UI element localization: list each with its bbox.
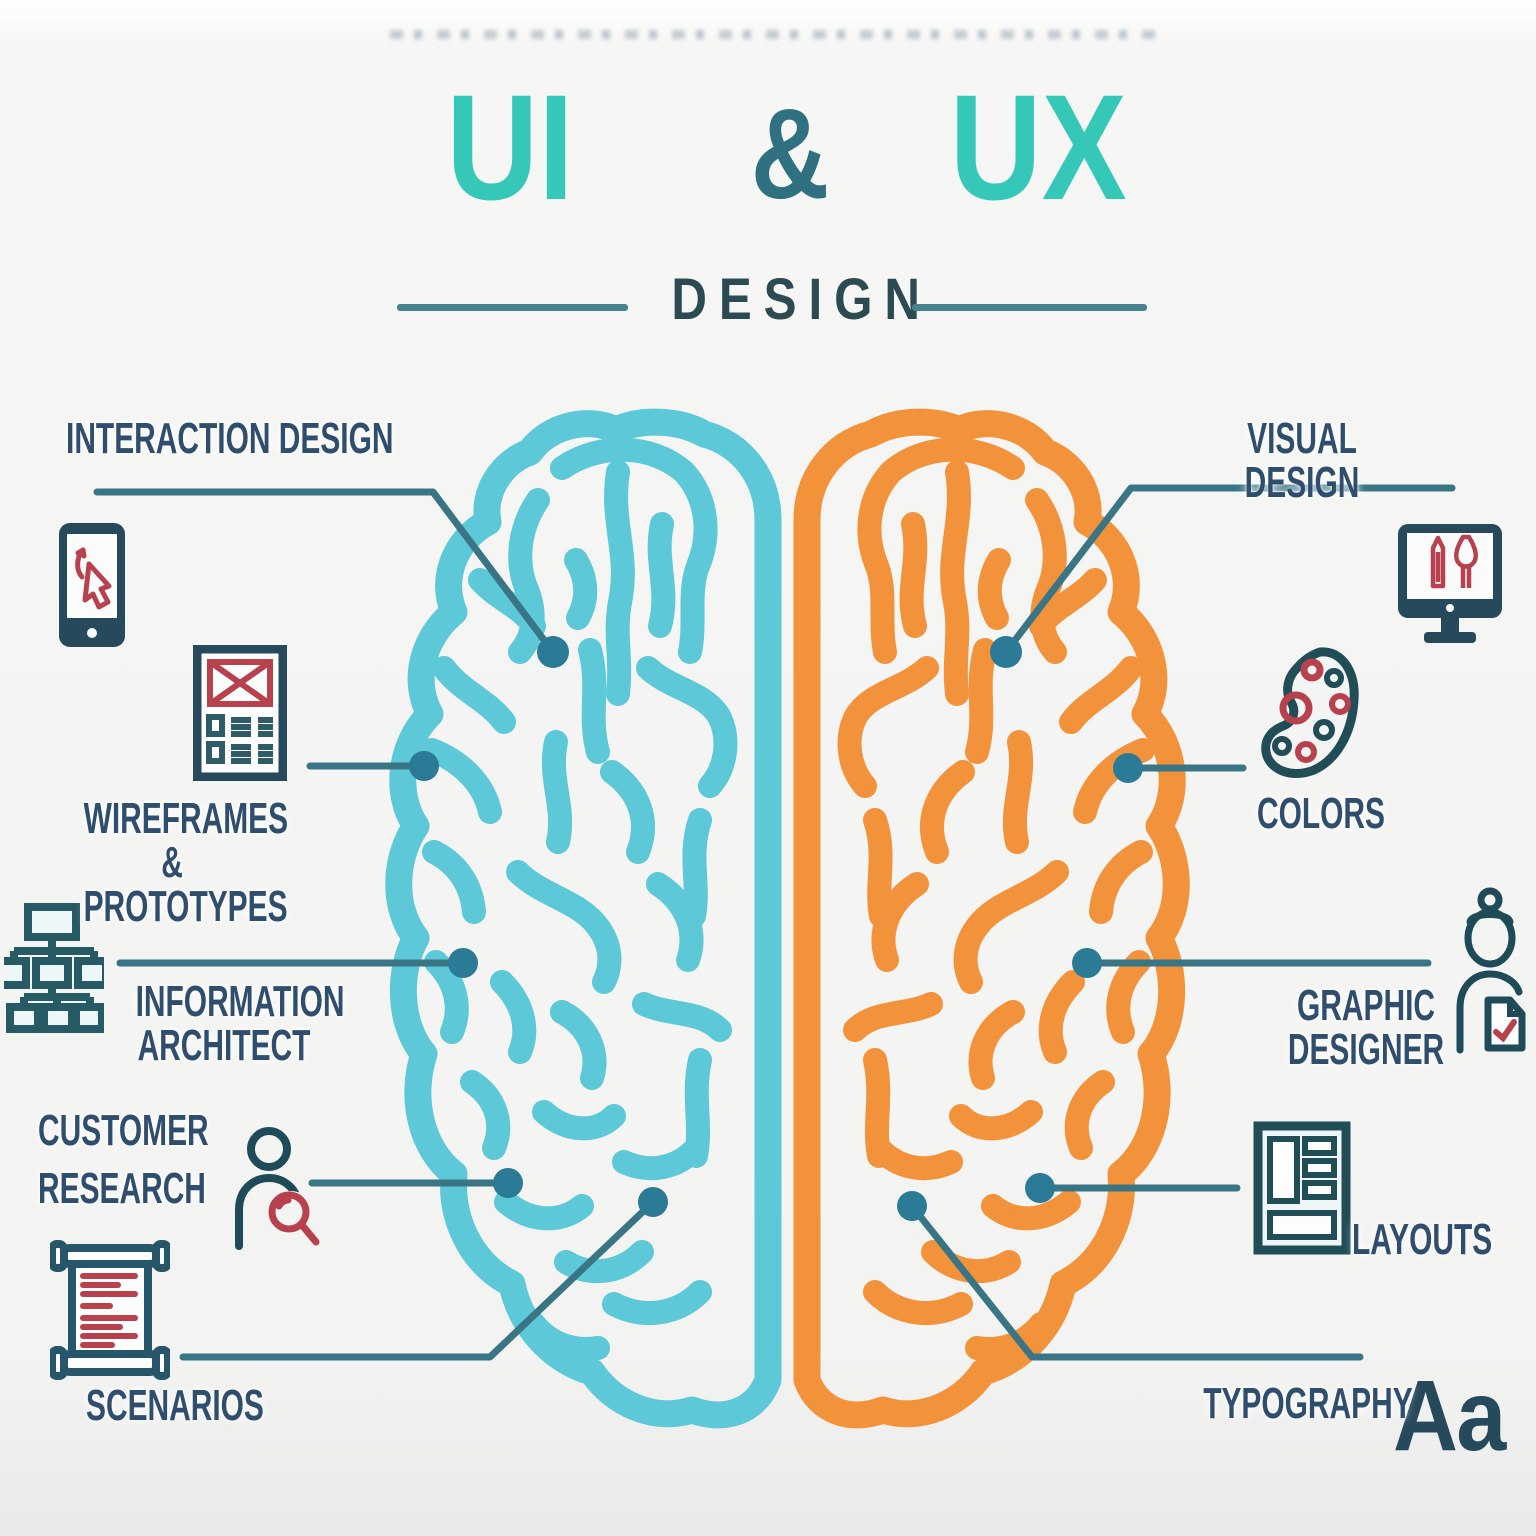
label-interaction-design: INTERACTION DESIGN	[66, 414, 394, 463]
label-typography: TYPOGRAPHY	[1203, 1379, 1413, 1428]
page-subtitle: DESIGN	[671, 267, 932, 332]
connector-dots	[409, 636, 1143, 1221]
connector-dot	[1025, 1173, 1055, 1203]
title-ux: UX	[949, 63, 1127, 231]
label-wireframes-prototypes: WIREFRAMES & PROTOTYPES	[83, 794, 289, 931]
label-visual-design: VISUAL DESIGN	[1244, 414, 1360, 507]
typography-symbol: Aa	[1393, 1360, 1506, 1472]
label-layouts: LAYOUTS	[1352, 1215, 1493, 1264]
sitemap-icon	[4, 901, 104, 1047]
label-graphic-designer: GRAPHIC DESIGNER	[1287, 981, 1445, 1074]
layout-icon	[1253, 1121, 1351, 1255]
user-research-icon	[225, 1122, 325, 1262]
connector-dot	[493, 1168, 523, 1198]
label-customer-research: CUSTOMER RESEARCH	[38, 1106, 209, 1213]
palette-icon	[1256, 642, 1364, 786]
label-scenarios: SCENARIOS	[86, 1381, 264, 1430]
designer-icon	[1450, 886, 1530, 1060]
title-ampersand: &	[750, 83, 830, 226]
label-colors: COLORS	[1256, 789, 1385, 838]
connector-line-visual-design	[1002, 484, 1456, 656]
connector-line-typography	[908, 1202, 1364, 1361]
watermark-smudge	[390, 30, 1160, 39]
tablet-gesture-icon	[56, 520, 128, 650]
label-information-architect: INFORMATION ARCHITECT	[135, 977, 345, 1070]
subtitle-rule-right	[912, 304, 1147, 311]
connector-dot	[1113, 753, 1143, 783]
connector-dot	[897, 1191, 927, 1221]
connector-dot	[409, 751, 439, 781]
wireframe-document-icon	[193, 645, 287, 781]
connector-line-interaction-design	[93, 488, 557, 656]
connector-line-scenarios	[179, 1198, 657, 1361]
brain-right-hemisphere	[807, 422, 1176, 1415]
connector-lines	[93, 484, 1456, 1361]
title-ui: UI	[446, 63, 574, 231]
connector-dot	[448, 948, 478, 978]
connector-dot	[537, 636, 569, 668]
design-monitor-icon	[1394, 520, 1506, 650]
connector-dot	[638, 1187, 668, 1217]
scroll-icon	[50, 1240, 170, 1380]
subtitle-rule-left	[397, 304, 628, 311]
connector-dot	[1072, 948, 1102, 978]
connector-dot	[990, 636, 1022, 668]
